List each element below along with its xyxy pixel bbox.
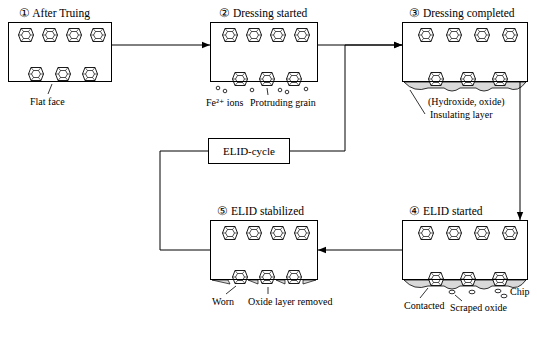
callout-label: Oxide layer removed <box>248 296 332 308</box>
grain-group <box>404 227 526 302</box>
scraped-oxide <box>449 290 455 294</box>
callout-label: (Hydroxide, oxide) <box>428 96 505 108</box>
abrasive-grain <box>287 73 302 86</box>
abrasive-grain <box>271 29 286 42</box>
abrasive-grain <box>223 29 238 42</box>
abrasive-grain <box>447 29 462 42</box>
leader-line <box>455 295 462 301</box>
abrasive-grain <box>247 227 262 240</box>
ion-dot <box>216 86 220 90</box>
leader-line <box>268 287 269 294</box>
abrasive-grain <box>271 227 286 240</box>
callout-label: Worn <box>212 296 234 308</box>
abrasive-grain <box>461 273 476 286</box>
panel-heading: ① After Truing <box>19 6 90 20</box>
grain-group <box>216 29 309 96</box>
callout-label: Fe²⁺ ions <box>206 97 243 109</box>
abrasive-grain <box>29 68 44 81</box>
abrasive-grain <box>419 29 434 42</box>
scraped-oxide <box>469 290 475 294</box>
panel-heading: ⑤ ELID stabilized <box>217 204 304 218</box>
grain-group <box>212 227 316 295</box>
abrasive-grain <box>493 273 508 286</box>
abrasive-grain <box>475 29 490 42</box>
abrasive-grain <box>67 29 82 42</box>
grain-group <box>19 29 106 95</box>
abrasive-grain <box>260 271 275 284</box>
panel-heading: ② Dressing started <box>219 6 307 20</box>
grain-panel: ① After Truing <box>8 22 112 82</box>
callout-label: Chip <box>510 286 529 298</box>
abrasive-grain <box>91 29 106 42</box>
abrasive-grain <box>429 73 444 86</box>
abrasive-grain <box>223 227 238 240</box>
ion-dot <box>223 89 227 93</box>
abrasive-grain <box>475 227 490 240</box>
callout-label: Contacted <box>404 300 445 312</box>
abrasive-grain <box>287 271 302 284</box>
grain-panel: ③ Dressing completed <box>402 22 528 82</box>
abrasive-grain <box>493 73 508 86</box>
leader-line <box>420 288 428 298</box>
flow-arrow <box>520 82 521 220</box>
abrasive-grain <box>447 227 462 240</box>
abrasive-grain <box>503 227 518 240</box>
abrasive-grain <box>503 29 518 42</box>
abrasive-grain <box>56 68 71 81</box>
abrasive-grain <box>461 73 476 86</box>
callout-label: Scraped oxide <box>450 302 507 314</box>
abrasive-grain <box>260 73 275 86</box>
ion-dot <box>285 90 289 94</box>
abrasive-grain <box>233 73 248 86</box>
ion-dot <box>278 88 282 92</box>
abrasive-grain <box>43 29 58 42</box>
panel-heading: ④ ELID started <box>409 204 483 218</box>
callout-label: Flat face <box>30 96 65 108</box>
flow-arrow <box>112 45 210 46</box>
abrasive-grain <box>247 29 262 42</box>
abrasive-grain <box>233 271 248 284</box>
chip-symbol <box>501 294 507 298</box>
abrasive-grain <box>19 29 34 42</box>
leader-line <box>410 90 425 114</box>
chip-symbol <box>495 289 501 293</box>
grain-panel: ⑤ ELID stabilized <box>210 220 318 280</box>
leader-line <box>267 88 268 95</box>
abrasive-grain <box>429 273 444 286</box>
cycle-box: ELID-cycle <box>208 138 290 164</box>
flow-arrow <box>160 151 210 250</box>
abrasive-grain <box>83 68 98 81</box>
abrasive-grain <box>419 227 434 240</box>
callout-label: Protruding grain <box>250 97 316 109</box>
callout-label: Insulating layer <box>430 109 492 121</box>
box-label: ELID-cycle <box>223 144 275 158</box>
ion-dot <box>250 88 254 92</box>
ion-dot <box>304 87 308 91</box>
abrasive-grain <box>295 227 310 240</box>
panel-heading: ③ Dressing completed <box>409 6 515 20</box>
leader-line <box>48 84 52 94</box>
abrasive-grain <box>295 29 310 42</box>
leader-line <box>226 286 236 294</box>
grain-panel: ④ ELID started <box>402 220 528 280</box>
grain-panel: ② Dressing started <box>210 22 318 82</box>
grain-group <box>404 29 526 115</box>
flow-arrow <box>318 250 402 251</box>
